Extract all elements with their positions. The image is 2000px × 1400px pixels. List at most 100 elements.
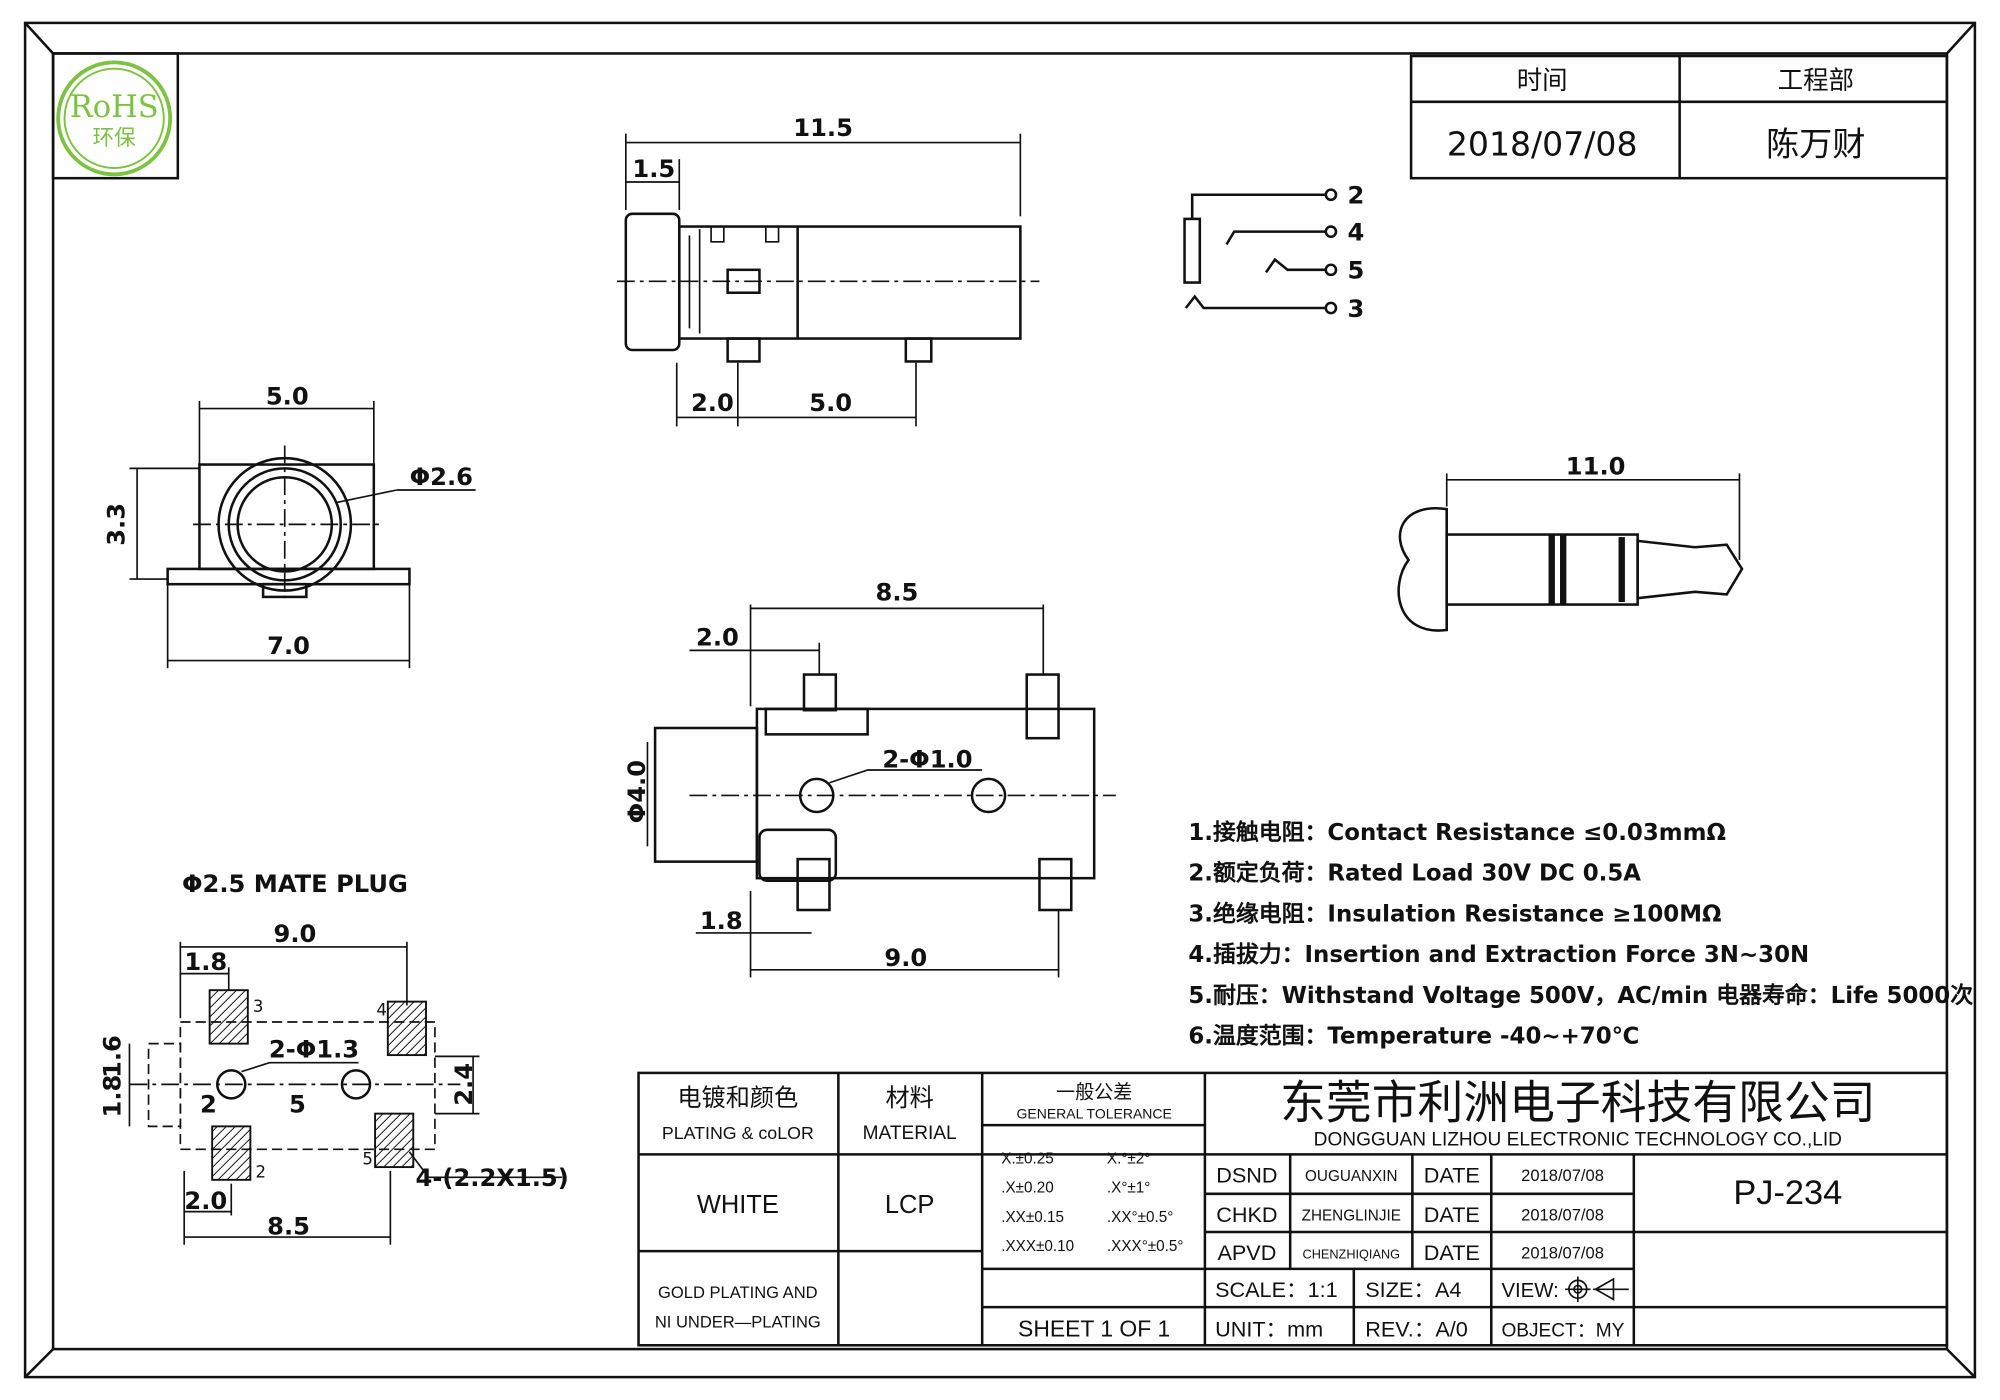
dim-bottom-holes: 2-Φ1.0 [882,745,972,773]
spec-item: 1.接触电阻：Contact Resistance ≤0.03mmΩ [1188,819,1726,846]
rohs-logo: RoHS 环保 [56,60,173,177]
sheet-number: SHEET 1 OF 1 [1018,1315,1170,1341]
signoff-date: 2018/07/08 [1521,1244,1604,1263]
header-person: 陈万财 [1766,124,1865,163]
signoff-date-label: DATE [1424,1202,1480,1227]
object-value: OBJECT：MY [1501,1320,1624,1341]
dim-bottom-length: 8.5 [875,579,918,607]
signoff-date: 2018/07/08 [1521,1166,1604,1185]
signoff-name: ZHENGLINJIE [1302,1208,1401,1225]
tolerance-value: X.°±2° [1107,1150,1151,1167]
material-header-cn: 材料 [885,1084,933,1112]
pad-number: 5 [362,1150,373,1169]
unit-value: UNIT：mm [1215,1316,1323,1341]
bottom-view-drawing [646,604,1116,978]
dim-plug-length: 11.0 [1566,453,1626,481]
company-name-cn: 东莞市利洲电子科技有限公司 [1280,1076,1875,1130]
dim-bottom-diameter: Φ4.0 [623,760,651,823]
dim-fp-span: 8.5 [267,1213,310,1241]
dim-pin-offset: 2.0 [691,389,734,417]
signoff-name: OUGUANXIN [1305,1168,1397,1185]
dim-fp-holes: 2-Φ1.3 [269,1036,359,1064]
dim-base-width: 7.0 [267,632,310,660]
dim-fp-hole-offset: 2 [200,1090,217,1118]
dim-fp-height: 2.4 [450,1063,478,1106]
dim-fp-hole-pitch: 5 [289,1090,306,1118]
rev-value: REV.：A/0 [1365,1316,1468,1341]
pin-label: 3 [1347,295,1364,323]
spec-item: 2.额定负荷：Rated Load 30V DC 0.5A [1188,860,1641,887]
scale-value: SCALE：1:1 [1215,1277,1338,1302]
front-view-drawing [129,400,476,669]
title-block [637,1071,1949,1347]
time-label: 时间 [1517,66,1568,96]
company-name-en: DONGGUAN LIZHOU ELECTRONIC TECHNOLOGY CO… [1314,1129,1842,1150]
header-date: 2018/07/08 [1447,124,1638,163]
material-value: LCP [885,1191,934,1219]
signoff-role: DSND [1216,1162,1277,1187]
signoff-date: 2018/07/08 [1521,1206,1604,1225]
pin-label: 2 [1347,182,1364,210]
tolerance-value: .XX±0.15 [1001,1209,1064,1226]
dim-front-height: 3.3 [102,503,130,546]
signoff-date-label: DATE [1424,1162,1480,1187]
signoff-name: CHENZHIQIANG [1303,1247,1401,1262]
color-value: WHITE [697,1191,779,1219]
pin-label: 4 [1347,219,1364,247]
tolerance-value: .XXX°±0.5° [1107,1238,1184,1255]
size-value: SIZE：A4 [1365,1277,1461,1302]
signoff-role: CHKD [1216,1202,1277,1227]
signoff-role: APVD [1217,1240,1276,1265]
tolerance-value: .X±0.20 [1001,1180,1054,1197]
tolerance-header-en: GENERAL TOLERANCE [1017,1106,1172,1122]
dim-flange: 1.5 [632,155,675,183]
dim-fp-width: 9.0 [273,920,316,948]
tolerance-header-cn: 一般公差 [1056,1080,1132,1103]
spec-item: 5.耐压：Withstand Voltage 500V，AC/min 电器寿命：… [1188,982,1973,1009]
rohs-text: RoHS [70,90,159,125]
tolerance-value: X.±0.25 [1001,1150,1054,1167]
projection-icon [1565,1276,1629,1302]
plating-header-en: PLATING & coLOR [662,1123,814,1143]
plating-header-cn: 电镀和颜色 [677,1084,798,1112]
dim-front-width: 5.0 [266,383,309,411]
dim-length: 11.5 [793,114,853,142]
dim-fp-vert-b: 1.6 [99,1035,127,1078]
plug-drawing [1397,473,1744,632]
sheet-frame [23,21,1977,1379]
material-header-en: MATERIAL [863,1123,957,1144]
pad-number: 4 [376,1001,387,1020]
spec-list: 1.接触电阻：Contact Resistance ≤0.03mmΩ 2.额定负… [1188,819,1973,1050]
dim-fp-vert-a: 1.8 [99,1075,127,1118]
spec-item: 3.绝缘电阻：Insulation Resistance ≥100MΩ [1188,900,1721,927]
footprint-drawing [128,941,563,1245]
pad-number: 3 [253,997,264,1016]
schematic-symbol [1183,188,1338,315]
spec-item: 6.温度范围：Temperature -40~+70℃ [1188,1023,1639,1050]
plating-line-1: GOLD PLATING AND [658,1283,818,1302]
pad-number: 2 [255,1162,266,1181]
footprint-title: Φ2.5 MATE PLUG [182,870,408,898]
tolerance-value: .XXX±0.10 [1001,1238,1074,1255]
dim-bottom-offset: 2.0 [696,623,739,651]
view-label: VIEW: [1501,1280,1558,1302]
signoff-date-label: DATE [1424,1240,1480,1265]
header-table: 时间 工程部 2018/07/08 陈万财 [1409,54,1949,180]
rohs-cn-text: 环保 [93,126,137,151]
dim-fp-offset-top: 1.8 [184,948,227,976]
plating-line-2: NI UNDER—PLATING [655,1312,821,1331]
dim-bottom-offset2: 1.8 [700,907,743,935]
part-number: PJ-234 [1733,1174,1842,1212]
spec-item: 4.插拔力：Insertion and Extraction Force 3N~… [1188,941,1809,968]
dept-label: 工程部 [1778,66,1854,96]
pin-label: 5 [1347,257,1364,285]
tolerance-value: .XX°±0.5° [1107,1209,1173,1226]
top-view-drawing [616,133,1040,427]
tolerance-value: .X°±1° [1107,1180,1151,1197]
dim-fp-pads: 4-(2.2X1.5) [416,1164,569,1192]
dim-front-hole: Φ2.6 [410,463,473,491]
dim-fp-offset-bottom: 2.0 [184,1187,227,1215]
dim-pin-pitch: 5.0 [809,389,852,417]
dim-bottom-pitch: 9.0 [884,944,927,972]
